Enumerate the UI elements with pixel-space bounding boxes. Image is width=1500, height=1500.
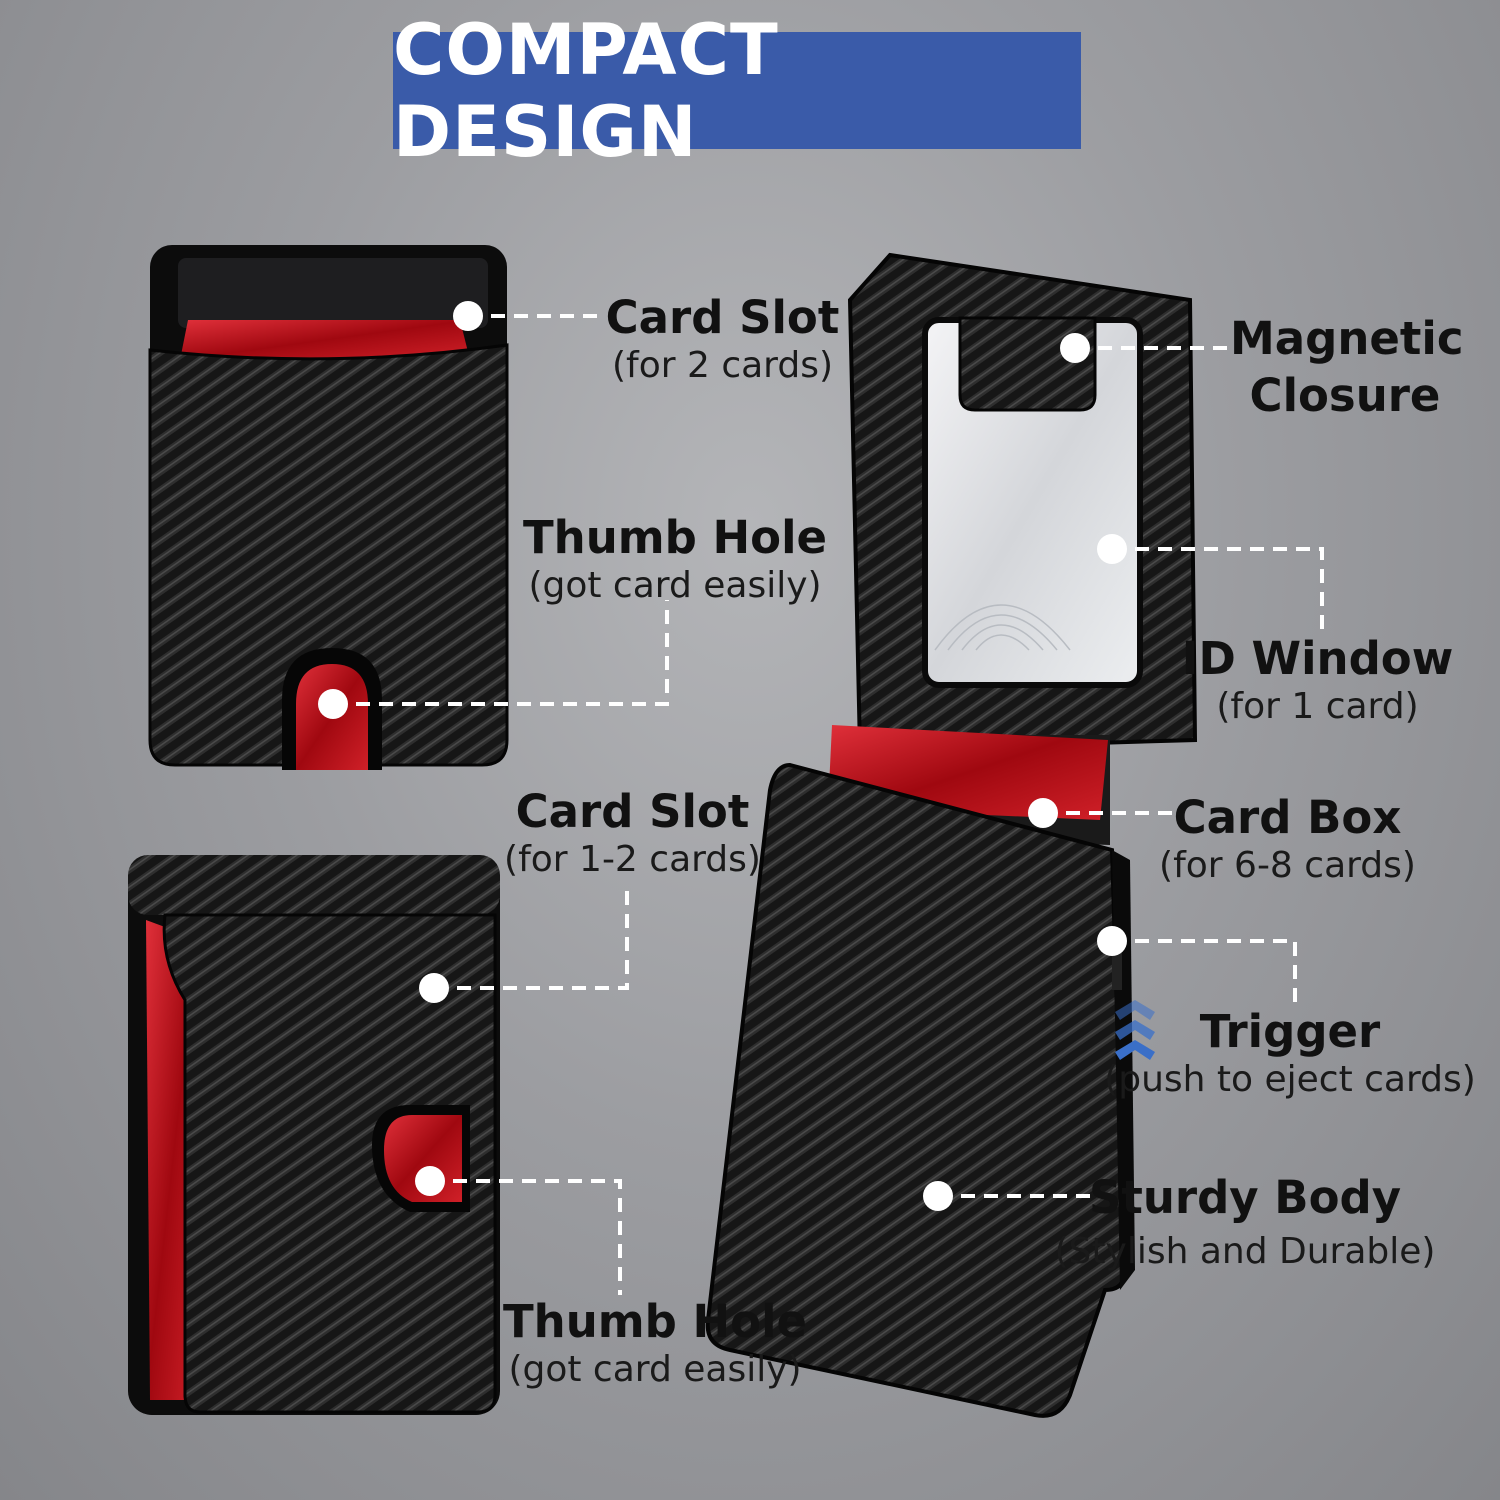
wallet-back-bottom	[128, 855, 500, 1415]
label-title: Card Slot	[605, 291, 840, 344]
label-card-slot-bottom: Card Slot (for 1-2 cards)	[490, 786, 775, 882]
label-title: Thumb Hole	[522, 511, 828, 564]
leader-lines	[333, 314, 1324, 1295]
marker-sturdy-body	[923, 1181, 953, 1211]
leader-thumb-hole-bottom	[430, 1179, 622, 1295]
label-card-box: Card Box (for 6-8 cards)	[1145, 792, 1430, 888]
label-note: (got card easily)	[528, 565, 822, 606]
label-title: Sturdy Body	[1088, 1171, 1402, 1224]
trigger-arrows-icon	[1115, 1000, 1155, 1060]
label-title: ID Window	[1181, 632, 1454, 685]
marker-magnetic-closure	[1060, 333, 1090, 363]
leader-thumb-hole-top	[333, 600, 669, 706]
marker-thumb-hole-top	[318, 689, 348, 719]
marker-card-box	[1028, 798, 1058, 828]
label-note: (for 1 card)	[1216, 686, 1419, 727]
marker-trigger	[1097, 926, 1127, 956]
label-magnetic-closure: Magnetic Closure	[1230, 310, 1464, 424]
label-title-line2: Closure	[1249, 369, 1441, 422]
wallet-front-top	[148, 245, 509, 770]
label-note: (push to eject cards)	[1104, 1059, 1476, 1100]
label-title: Card Box	[1173, 791, 1402, 844]
label-title: Thumb Hole	[502, 1295, 808, 1348]
leader-trigger	[1112, 939, 1297, 1005]
label-note: (got card easily)	[508, 1349, 802, 1390]
wallet-open-flap	[847, 252, 1198, 753]
label-note: (for 2 cards)	[611, 345, 833, 386]
label-thumb-hole-top: Thumb Hole (got card easily)	[515, 512, 835, 608]
leader-card-slot-bottom	[434, 885, 629, 990]
label-title: Card Slot	[515, 785, 750, 838]
label-id-window: ID Window (for 1 card)	[1180, 633, 1455, 729]
marker-thumb-hole-bottom	[415, 1166, 445, 1196]
label-sturdy-body: Sturdy Body (Stylish and Durable)	[1040, 1172, 1450, 1274]
marker-card-slot-top	[453, 301, 483, 331]
marker-id-window	[1097, 534, 1127, 564]
leader-id-window	[1112, 547, 1324, 630]
label-trigger: Trigger (push to eject cards)	[1090, 1006, 1490, 1102]
callout-markers	[318, 301, 1127, 1211]
label-title: Trigger	[1199, 1005, 1381, 1058]
label-note: (for 6-8 cards)	[1159, 845, 1416, 886]
label-note: (for 1-2 cards)	[504, 839, 761, 880]
label-note: (Stylish and Durable)	[1054, 1231, 1436, 1272]
label-title-line1: Magnetic	[1230, 312, 1464, 365]
label-card-slot-top: Card Slot (for 2 cards)	[600, 292, 845, 388]
marker-card-slot-bottom	[419, 973, 449, 1003]
label-thumb-hole-bottom: Thumb Hole (got card easily)	[495, 1296, 815, 1392]
